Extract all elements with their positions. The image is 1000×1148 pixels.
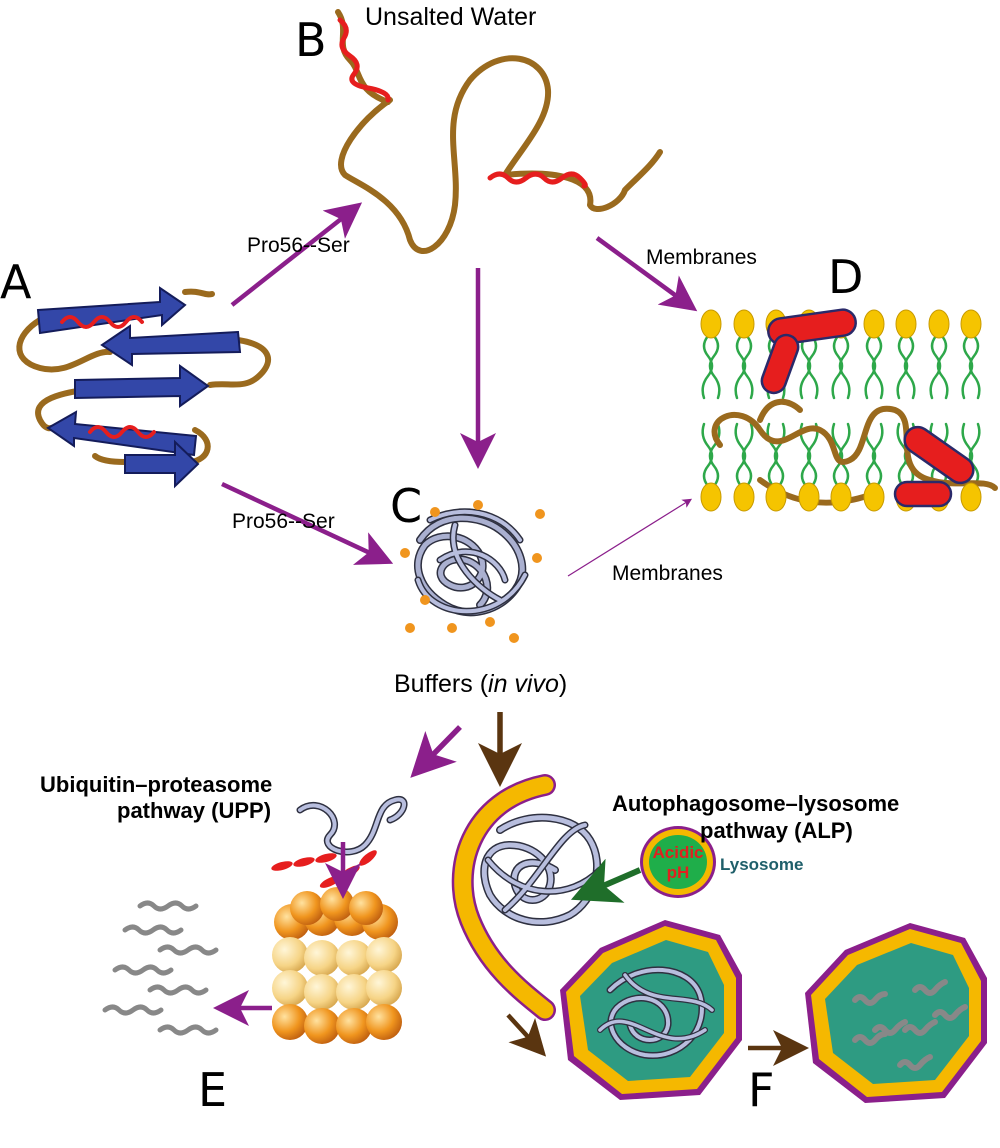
autolysosome-degraded (805, 923, 987, 1103)
mutation-label-bottom: Pro56--Ser (232, 510, 335, 533)
engulfed-aggregate (480, 813, 604, 927)
ubiquitinated-protein (271, 796, 408, 888)
panel-label-b: B (295, 13, 327, 67)
panel-label-d: D (828, 250, 863, 304)
panel-label-c: C (390, 479, 422, 533)
arrow-c-to-upp (410, 725, 462, 778)
autolysosome-loaded (560, 920, 742, 1100)
native-protein-structure (16, 286, 272, 489)
unsalted-water-label: Unsalted Water (365, 3, 536, 31)
lysosome-label: Lysosome (720, 855, 803, 874)
soluble-aggregate (400, 500, 545, 643)
mutation-label-top: Pro56--Ser (247, 234, 350, 257)
pathway-arrows (213, 202, 809, 1066)
alp-title-line1: Autophagosome–lysosome (612, 791, 899, 816)
arrow-lysosome-to-autophagosome (570, 858, 642, 903)
proteasome (272, 887, 402, 1044)
panel-label-e: E (198, 1063, 227, 1117)
arrow-c-to-d (567, 498, 693, 577)
arrow-a-to-b (230, 202, 363, 307)
degraded-peptides-upp (102, 900, 219, 1036)
upp-title-line1: Ubiquitin–proteasome (40, 772, 272, 797)
arrow-autophagosome-to-autolysosome (506, 1013, 547, 1057)
phagophore-membrane (451, 774, 556, 1021)
panel-label-a: A (0, 255, 32, 309)
arrow-a-to-c (221, 481, 394, 565)
arrow-b-to-d (595, 236, 698, 312)
membranes-label-top: Membranes (646, 246, 757, 269)
lysosome (640, 826, 716, 898)
buffers-label: Buffers (in vivo) (394, 670, 567, 698)
membrane-helices (760, 308, 975, 508)
ph-label: pH (667, 863, 690, 882)
alp-title-line2: pathway (ALP) (700, 818, 853, 843)
upp-title-line2: pathway (UPP) (117, 798, 271, 823)
lipid-bilayer (700, 308, 998, 512)
membranes-label-bottom: Membranes (612, 562, 723, 585)
panel-label-f: F (748, 1063, 774, 1117)
acidic-label: Acidic (652, 843, 703, 862)
unfolded-protein-chain (335, 9, 663, 254)
